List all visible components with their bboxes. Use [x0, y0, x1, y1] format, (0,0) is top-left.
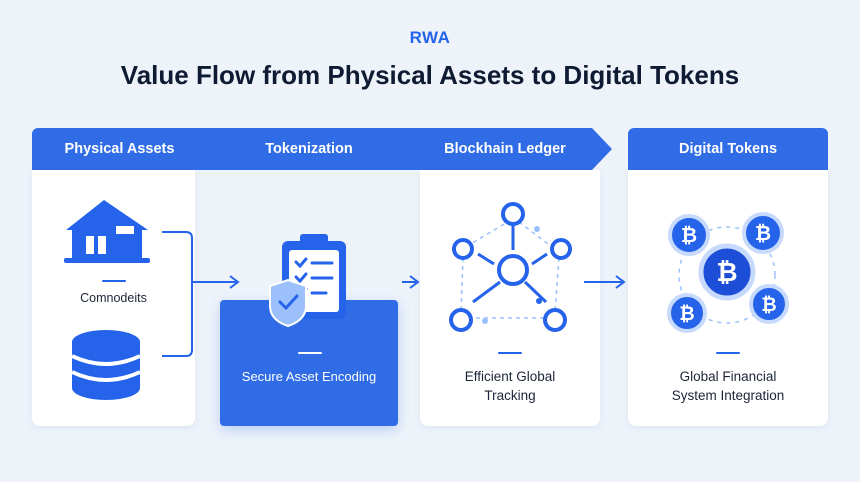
stage-label-tokenization: Tokenization: [265, 141, 353, 157]
svg-text:₿: ₿: [716, 257, 737, 287]
connector-arrow-2: [402, 275, 420, 289]
caption-digital-tokens: Global Financial System Integration: [628, 367, 828, 405]
card-tokenization: [220, 300, 398, 426]
svg-text:₿: ₿: [761, 295, 776, 316]
caption-line: Efficient Global: [464, 369, 556, 384]
connector-arrow-1: [162, 231, 240, 357]
caption-line: System Integration: [671, 388, 785, 403]
caption-line: Global Financial: [679, 369, 777, 384]
caption-dash-blockchain: [498, 352, 522, 354]
svg-text:₿: ₿: [681, 225, 697, 247]
stage-label-digital-tokens: Digital Tokens: [678, 141, 778, 157]
stage-banner: Physical Assets Tokenization Blockhain L…: [32, 128, 612, 170]
connector-arrow-3: [584, 275, 626, 289]
caption-dash-tokenization: [298, 352, 322, 354]
database-icon: [71, 330, 141, 400]
bitcoin-coins-icon: ₿ ₿ ₿ ₿ ₿: [667, 212, 789, 333]
eyebrow-label: RWA: [409, 28, 451, 47]
network-nodes-icon: [449, 202, 572, 332]
svg-text:₿: ₿: [679, 304, 694, 325]
caption-physical-assets: Comnodeits: [80, 291, 147, 305]
caption-line: Tracking: [484, 388, 536, 403]
stage-banner-digital-tokens: Digital Tokens: [628, 128, 828, 170]
house-icon: [64, 200, 150, 263]
svg-text:₿: ₿: [755, 223, 771, 245]
caption-tokenization: Secure Asset Encoding: [241, 369, 377, 384]
caption-dash-digital: [716, 352, 740, 354]
stage-label-physical-assets: Physical Assets: [64, 141, 175, 157]
shield-check-icon: [269, 278, 307, 328]
caption-blockchain-ledger: Efficient Global Tracking: [420, 367, 600, 405]
page-title: Value Flow from Physical Assets to Digit…: [120, 60, 740, 90]
stage-label-blockchain-ledger: Blockhain Ledger: [444, 141, 566, 157]
caption-dash-physical: [102, 280, 126, 282]
